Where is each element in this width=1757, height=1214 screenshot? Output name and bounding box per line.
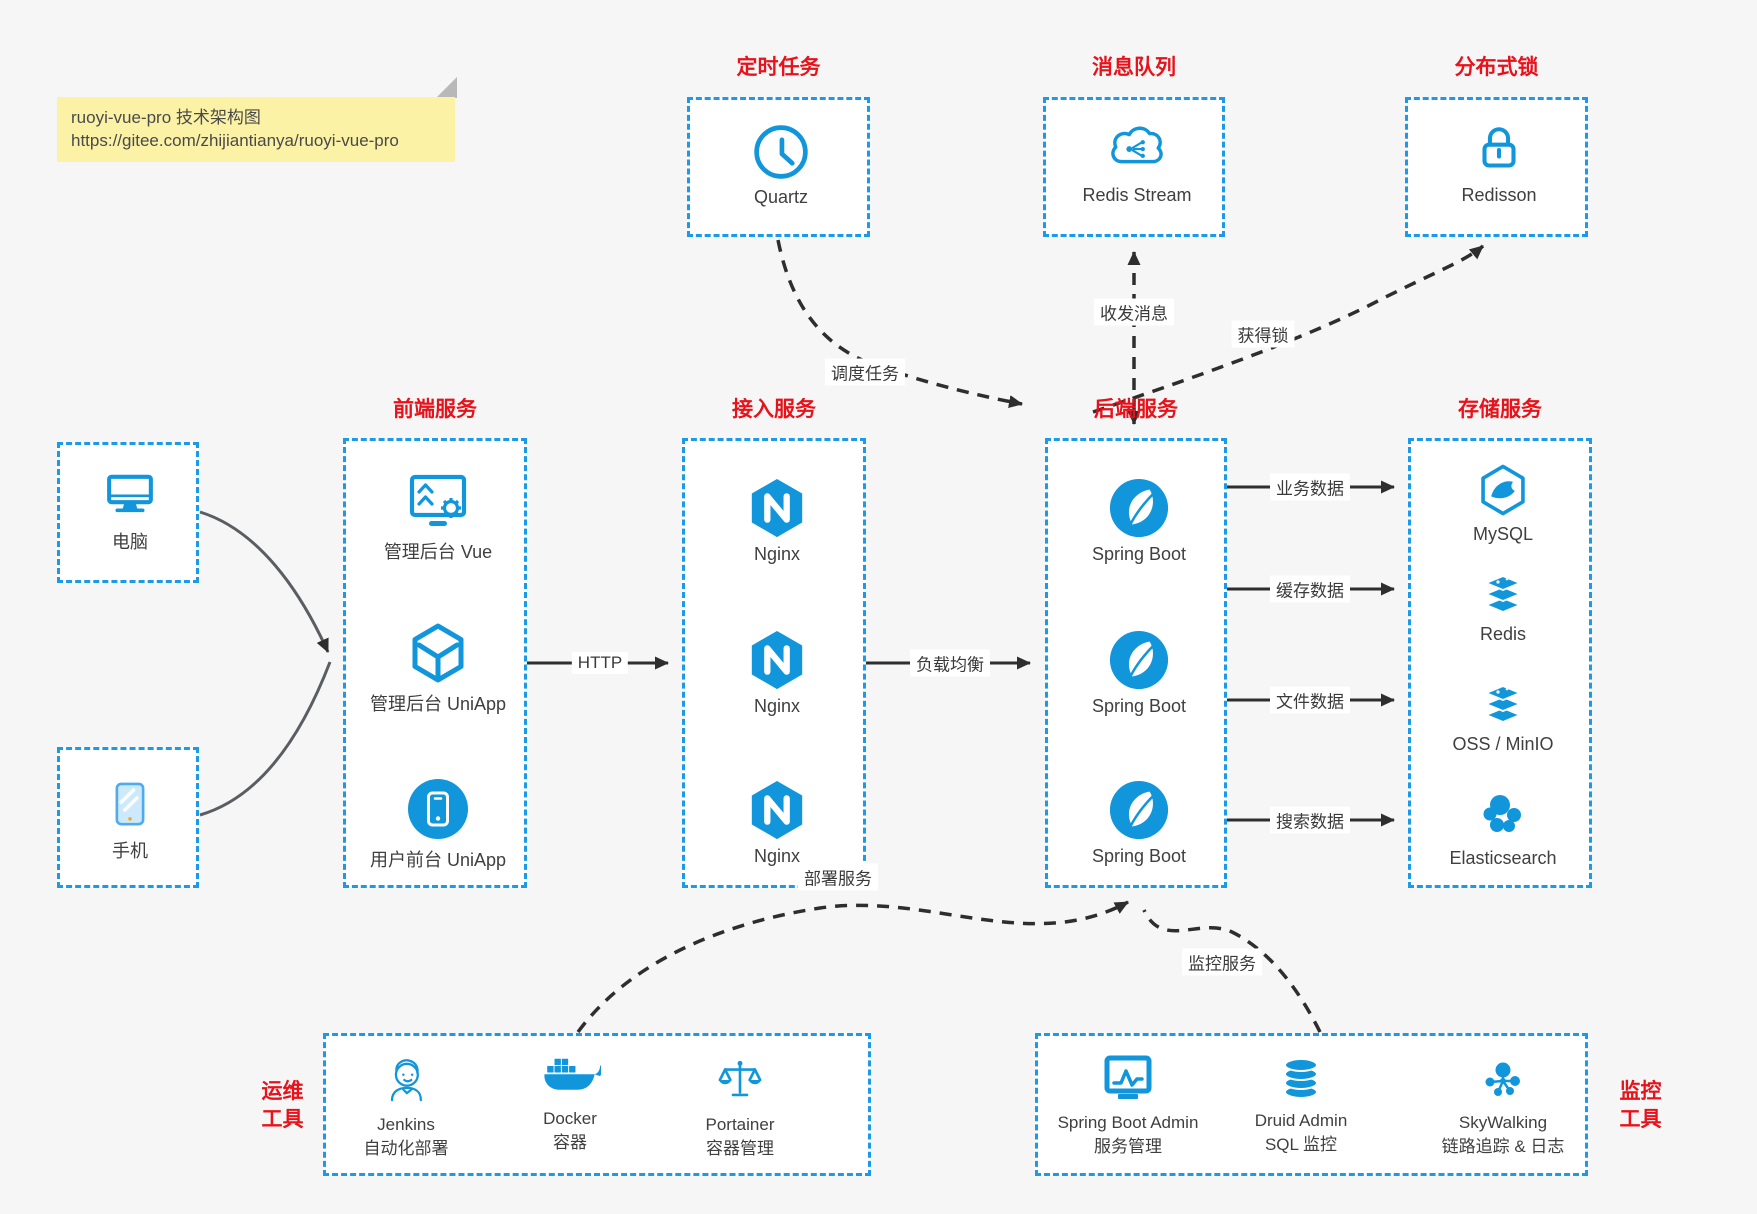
group-title-monitor-tools: 监控工具: [1619, 1080, 1662, 1131]
spring-boot-icon: [1109, 478, 1169, 538]
node-oss-minio: OSS / MinIO: [1413, 679, 1593, 755]
node-spring-boot-2: Spring Boot: [1049, 629, 1229, 717]
node-nginx-1: Nginx: [687, 477, 867, 565]
box-client-pc: 电脑: [57, 442, 199, 583]
mysql-icon: [1481, 464, 1525, 516]
edge-label-http: HTTP: [571, 652, 629, 674]
smartphone-icon: [115, 782, 145, 826]
docker-icon: [544, 1058, 601, 1090]
note-url: https://gitee.com/zhijiantianya/ruoyi-vu…: [71, 131, 399, 150]
jenkins-icon: [390, 1059, 423, 1102]
edge-label-file-data: 文件数据: [1270, 686, 1350, 714]
node-quartz: Quartz: [691, 122, 871, 208]
edge-label-cache-data: 缓存数据: [1270, 575, 1350, 603]
box-backend-services: Spring Boot Spring Boot Spring Boot: [1045, 438, 1227, 888]
edge-monitoring-curve: [1142, 909, 1322, 1033]
group-title-frontend: 前端服务: [393, 398, 477, 421]
lock-icon: [1482, 127, 1516, 168]
node-phone: 手机: [40, 776, 220, 863]
edge-label-messaging: 收发消息: [1094, 298, 1174, 326]
node-docker: Docker 容器: [490, 1052, 650, 1155]
edge-phone-to-frontend: [199, 661, 332, 817]
edge-schedule-curve: [776, 239, 1023, 408]
edge-label-deploy: 部署服务: [798, 863, 878, 891]
group-title-backend: 后端服务: [1094, 398, 1178, 421]
box-scheduled-tasks: Quartz: [687, 97, 870, 237]
node-pc: 电脑: [40, 465, 220, 554]
redis-stream-cloud-icon: [1111, 126, 1163, 164]
node-mysql: MySQL: [1413, 461, 1593, 545]
box-distributed-lock: Redisson: [1405, 97, 1588, 237]
node-spring-boot-3: Spring Boot: [1049, 779, 1229, 867]
box-monitor-tools: Spring Boot Admin 服务管理 Druid Admin SQL 监…: [1035, 1033, 1588, 1176]
group-title-distributed-lock: 分布式锁: [1454, 56, 1539, 79]
edge-label-search-data: 搜索数据: [1270, 806, 1350, 834]
node-redis: Redis: [1413, 569, 1593, 645]
node-redis-stream: Redis Stream: [1047, 122, 1227, 206]
admin-vue-icon: [409, 474, 467, 526]
node-skywalking: SkyWalking 链路追踪 & 日志: [1413, 1052, 1593, 1159]
druid-icon: [1284, 1058, 1318, 1099]
nginx-icon: [751, 478, 803, 538]
group-title-ops-tools: 运维工具: [261, 1080, 304, 1131]
node-user-uniapp: 用户前台 UniApp: [348, 777, 528, 872]
user-app-icon: [408, 779, 468, 839]
node-druid-admin: Druid Admin SQL 监控: [1211, 1052, 1391, 1157]
node-jenkins: Jenkins 自动化部署: [326, 1052, 486, 1161]
node-admin-uniapp: 管理后台 UniApp: [348, 621, 528, 716]
edge-deploy-curve: [576, 900, 1129, 1034]
group-title-message-queue: 消息队列: [1092, 56, 1176, 79]
edge-label-acquire-lock: 获得锁: [1231, 320, 1295, 348]
clock-icon: [754, 125, 808, 179]
group-title-scheduled-tasks: 定时任务: [736, 56, 821, 79]
spring-boot-admin-icon: [1104, 1055, 1152, 1099]
box-gateway-services: Nginx Nginx Nginx: [682, 438, 866, 888]
nginx-icon: [751, 780, 803, 840]
box-frontend-services: 管理后台 Vue 管理后台 UniApp 用户前台 UniApp: [343, 438, 527, 888]
spring-boot-icon: [1109, 780, 1169, 840]
box-message-queue: Redis Stream: [1043, 97, 1225, 237]
node-spring-boot-admin: Spring Boot Admin 服务管理: [1038, 1052, 1218, 1159]
box-ops-tools: Jenkins 自动化部署 Docker 容器: [323, 1033, 871, 1176]
edge-label-business-data: 业务数据: [1270, 473, 1350, 501]
node-portainer: Portainer 容器管理: [660, 1052, 820, 1161]
group-title-storage: 存储服务: [1458, 398, 1542, 421]
uniapp-cube-icon: [412, 623, 464, 683]
note-fold-corner: [436, 77, 457, 98]
group-title-gateway: 接入服务: [732, 398, 816, 421]
desktop-icon: [107, 474, 153, 513]
redis-icon: [1485, 575, 1521, 613]
edge-pc-to-frontend: [199, 510, 330, 653]
edge-label-schedule: 调度任务: [825, 358, 905, 386]
oss-minio-icon: [1485, 685, 1521, 723]
note-title: ruoyi-vue-pro 技术架构图: [71, 108, 261, 127]
node-nginx-2: Nginx: [687, 629, 867, 717]
node-redisson: Redisson: [1409, 122, 1589, 206]
portainer-icon: [718, 1060, 762, 1097]
node-nginx-3: Nginx: [687, 779, 867, 867]
node-elasticsearch: Elasticsearch: [1413, 789, 1593, 869]
edge-label-monitoring: 监控服务: [1182, 948, 1262, 976]
edge-label-load-balance: 负载均衡: [910, 649, 990, 677]
node-spring-boot-1: Spring Boot: [1049, 477, 1229, 565]
box-client-phone: 手机: [57, 747, 199, 888]
spring-boot-icon: [1109, 630, 1169, 690]
skywalking-icon: [1485, 1062, 1520, 1096]
node-admin-vue: 管理后台 Vue: [348, 469, 528, 564]
nginx-icon: [751, 630, 803, 690]
sticky-note: ruoyi-vue-pro 技术架构图 https://gitee.com/zh…: [57, 97, 455, 162]
box-storage-services: MySQL Redis: [1408, 438, 1592, 888]
elasticsearch-icon: [1483, 795, 1521, 832]
